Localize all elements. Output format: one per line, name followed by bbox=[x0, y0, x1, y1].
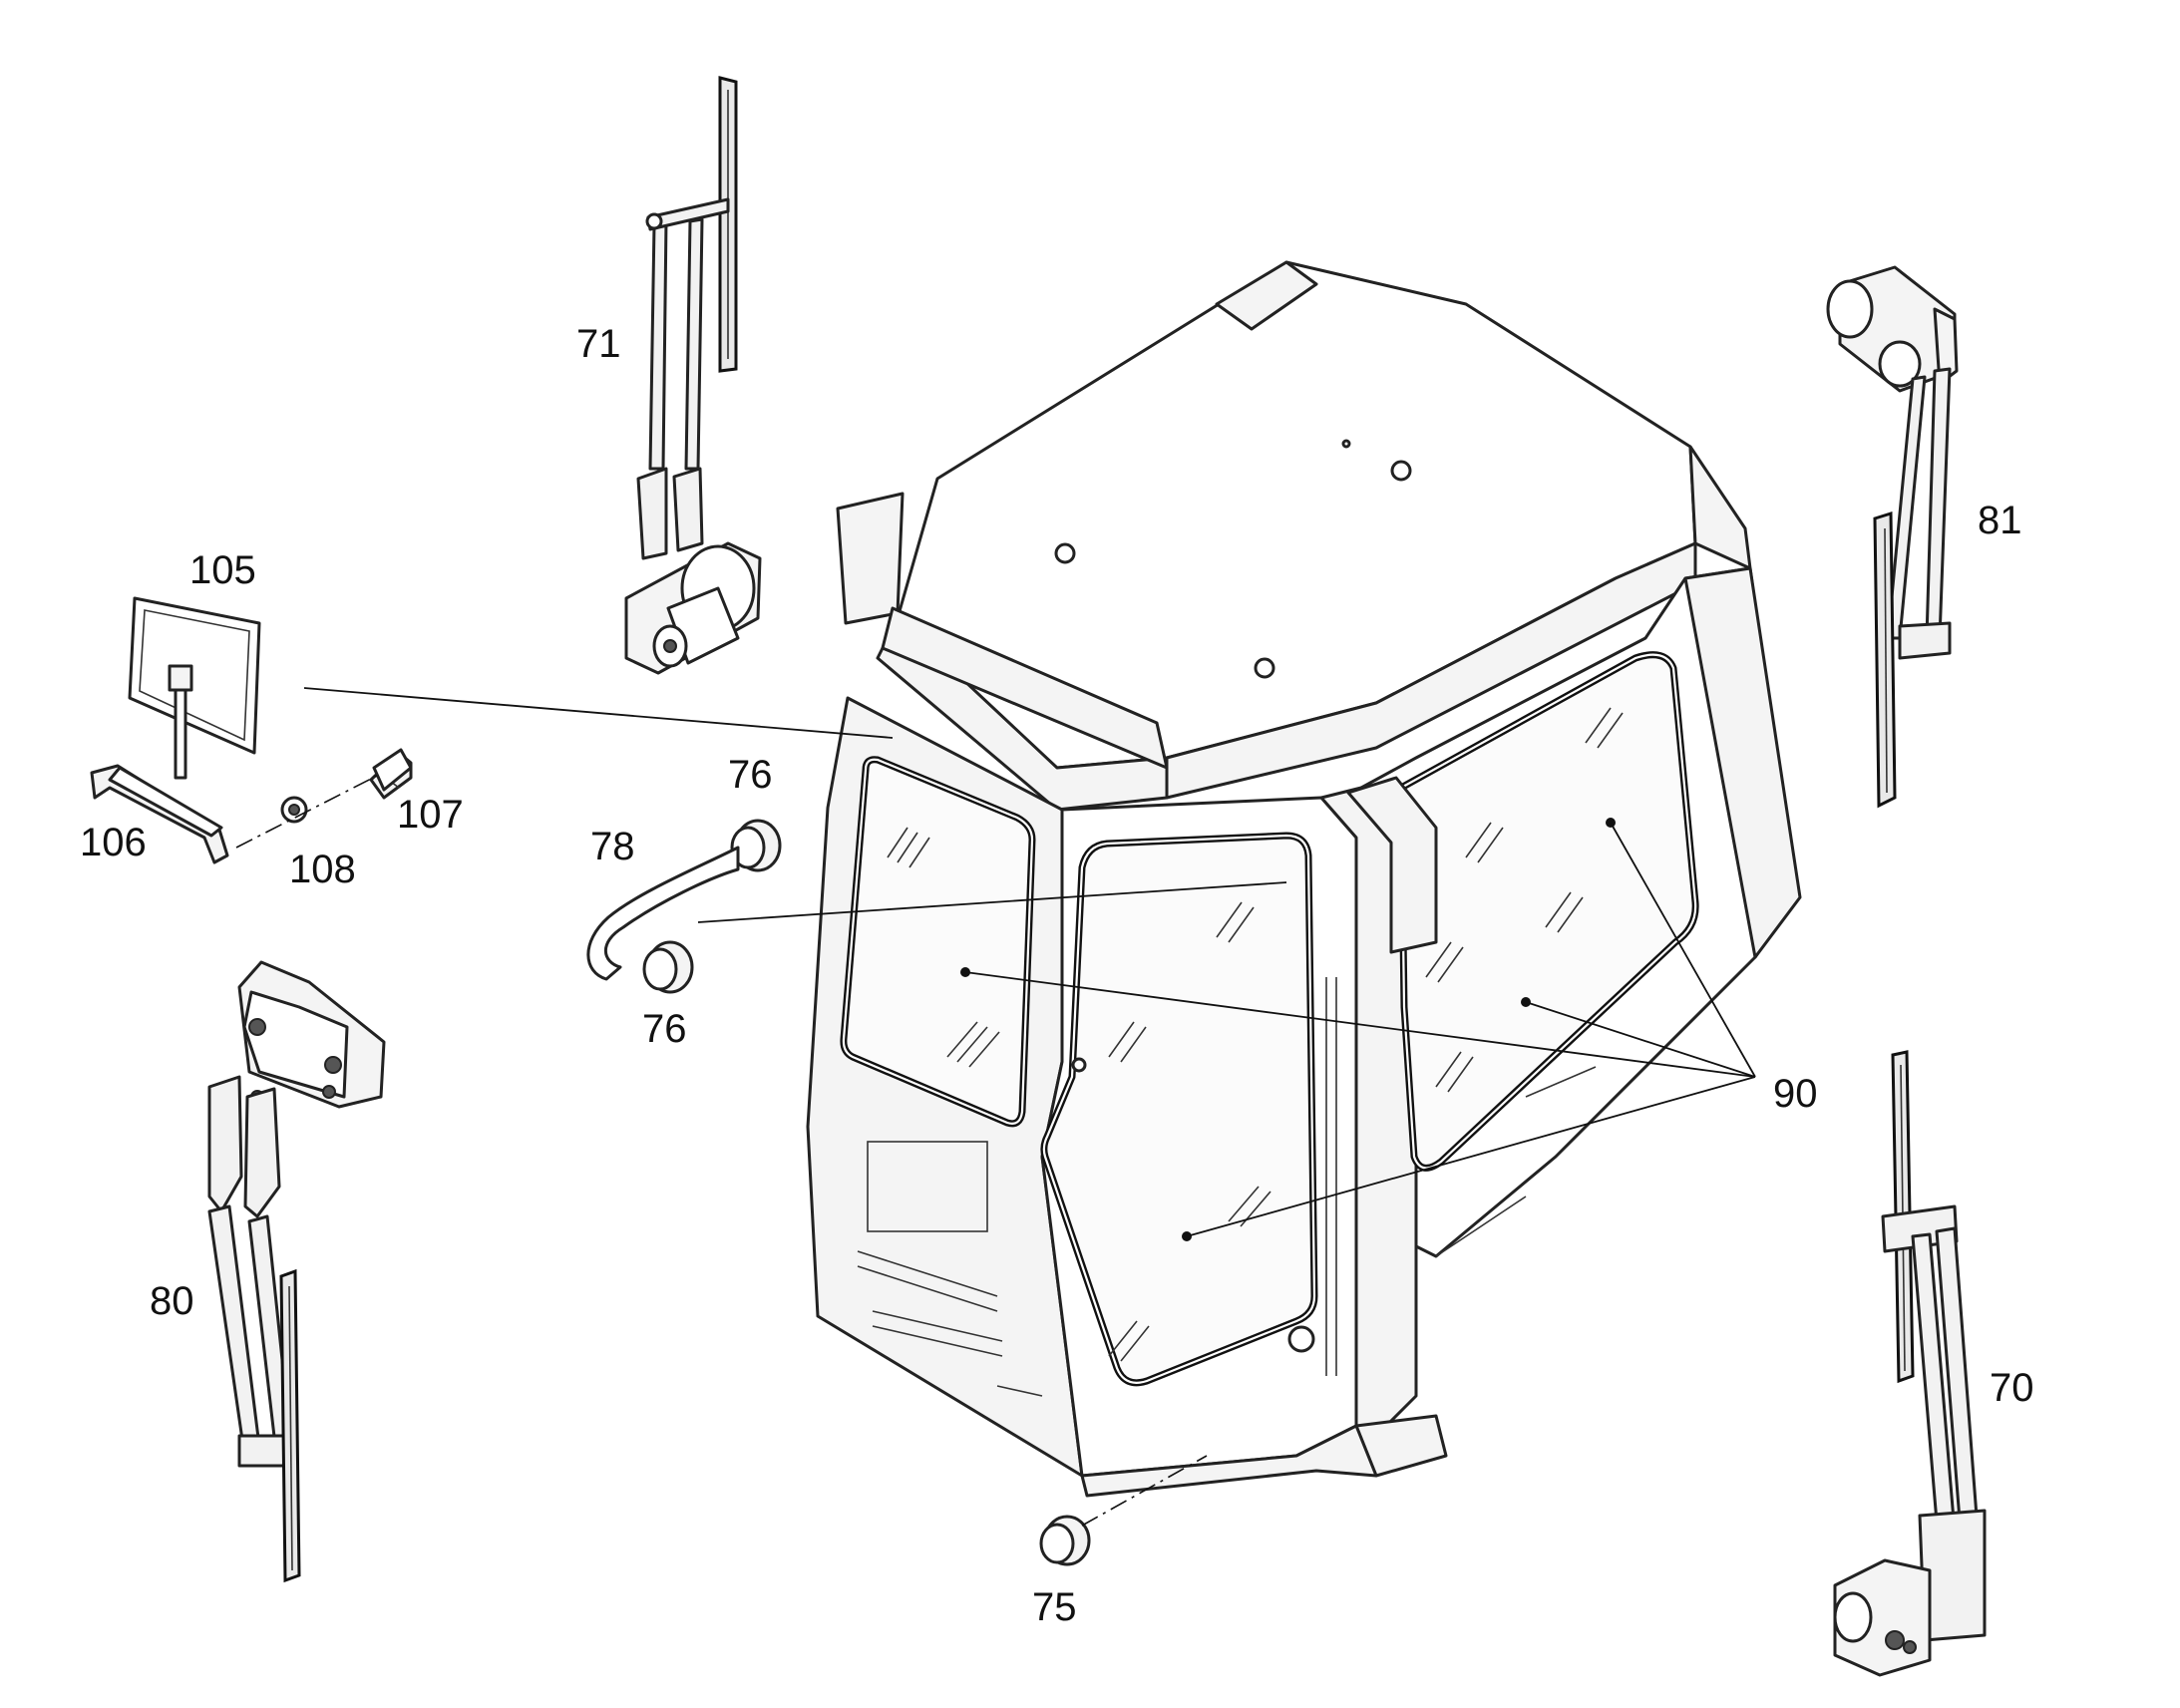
callout-labels: 71 81 105 76 78 107 106 108 76 90 80 70 … bbox=[80, 322, 2034, 1629]
grommet-75 bbox=[1039, 1515, 1091, 1566]
grommet-76-upper bbox=[730, 819, 782, 872]
left-window-glass bbox=[840, 756, 1036, 1128]
leader-lines bbox=[235, 687, 1756, 1527]
wiper-assembly-70 bbox=[1833, 1050, 1987, 1677]
wiper-assembly-80 bbox=[207, 960, 386, 1583]
grommets-and-hose bbox=[586, 819, 1091, 1566]
callout-80: 80 bbox=[150, 1279, 194, 1323]
callout-76-upper: 76 bbox=[728, 753, 773, 797]
hose-78 bbox=[586, 846, 740, 981]
callout-76-lower: 76 bbox=[642, 1007, 687, 1051]
grommet-76-lower bbox=[642, 940, 694, 994]
wiper-assembly-71 bbox=[624, 76, 762, 675]
callout-107: 107 bbox=[397, 793, 464, 837]
callout-90: 90 bbox=[1773, 1072, 1818, 1116]
callout-71: 71 bbox=[576, 322, 621, 366]
wiper-assembly-81 bbox=[1826, 265, 1959, 809]
callout-106: 106 bbox=[80, 821, 147, 864]
callout-105: 105 bbox=[189, 548, 256, 592]
callout-78: 78 bbox=[590, 825, 635, 868]
door-window-glass bbox=[1040, 832, 1318, 1387]
mirror-kit bbox=[90, 596, 413, 864]
cab-assembly bbox=[806, 260, 1802, 1498]
callout-81: 81 bbox=[1978, 499, 2022, 542]
callout-75: 75 bbox=[1032, 1585, 1077, 1629]
callout-70: 70 bbox=[1990, 1366, 2034, 1410]
roof-bolts bbox=[1054, 439, 1412, 679]
callout-108: 108 bbox=[289, 848, 356, 891]
